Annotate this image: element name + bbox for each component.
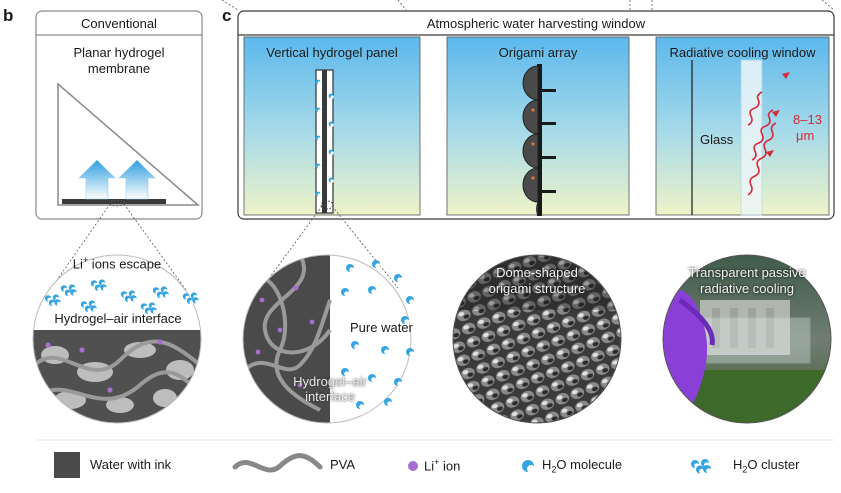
h2o-molecule-icon: [394, 274, 403, 283]
circle-2-h2o-molecules: [341, 260, 415, 410]
h2o-molecule-icon: [394, 378, 403, 387]
legend-h2o-cluster-label: H2O cluster: [733, 457, 800, 475]
planar-triangle-frame: [57, 82, 201, 206]
wavelength-line1: 8–13: [793, 112, 822, 127]
section-origami-label: Origami array: [498, 45, 578, 60]
panel-b-header: Conventional: [81, 16, 157, 31]
h2o-molecule-icon: [341, 288, 350, 297]
circle-1-h2o-clusters: [44, 279, 200, 315]
h2o-molecule-icon: [351, 341, 360, 350]
h2o-molecule-icon: [406, 348, 415, 357]
h2o-molecule-icon: [401, 316, 410, 325]
h2o-molecule-icon: [156, 291, 164, 299]
h2o-molecule-icon: [328, 177, 334, 183]
panel-b-frame: [35, 10, 203, 220]
panel-c-header: Atmospheric water harvesting window: [426, 16, 646, 31]
h2o-molecule-icon: [48, 299, 56, 307]
h2o-molecule-icon: [90, 305, 98, 312]
h2o-molecule-icon: [315, 135, 321, 141]
h2o-molecule-icon: [341, 368, 350, 377]
c4-line1: Transparent passive: [688, 265, 806, 280]
h2o-molecule-icon: [54, 299, 62, 306]
h2o-molecule-icon: [150, 307, 158, 314]
section-radiative-label: Radiative cooling window: [669, 45, 816, 60]
c3-line1: Dome-shaped: [496, 265, 578, 280]
pure-water-label: Pure water: [350, 320, 413, 335]
circle-4-border: [662, 254, 832, 424]
c3-line2: origami structure: [488, 281, 586, 296]
h2o-molecule-icon: [368, 286, 377, 295]
circle-2-border: [242, 254, 412, 424]
planar-membrane: [62, 199, 166, 204]
circle-1-border: [32, 254, 202, 424]
glass-label: Glass: [700, 132, 734, 147]
h2o-molecule-icon: [346, 264, 355, 273]
legend-pva-swatch: [232, 453, 323, 473]
vertical-hydrogel-core: [322, 70, 327, 213]
h2o-molecule-icon: [315, 79, 321, 85]
legend-ink-swatch: [54, 452, 80, 478]
h2o-molecule-icon: [315, 163, 321, 169]
h2o-molecule-icon: [64, 289, 72, 297]
circle-3-border: [452, 254, 622, 424]
legend-h2o-cluster-swatch: [691, 459, 712, 474]
legend-li-label: Li+ ion: [424, 457, 461, 474]
panel-b-title-line2: membrane: [87, 61, 151, 76]
circle-1-content: [33, 255, 201, 423]
h2o-molecule-icon: [368, 374, 377, 383]
radiative-window: [691, 59, 790, 216]
legend-h2o-molecule-label: H2O molecule: [542, 457, 623, 475]
h2o-molecule-icon: [703, 465, 712, 474]
panel-b-letter: b: [3, 6, 14, 25]
h2o-molecule-icon: [315, 107, 321, 113]
h2o-molecule-icon: [84, 305, 92, 313]
h2o-molecule-icon: [384, 398, 393, 407]
origami-array: [522, 64, 556, 217]
h2o-molecule-icon: [192, 297, 200, 304]
circle-3-content: [453, 255, 621, 423]
h2o-molecule-icon: [696, 465, 705, 474]
c1-interface-label: Hydrogel–air interface: [54, 311, 182, 326]
panel-c-letter: c: [222, 6, 232, 25]
wavelength-line2: μm: [796, 128, 815, 143]
h2o-molecule-icon: [94, 284, 102, 292]
c4-line2: radiative cooling: [700, 281, 794, 296]
h2o-molecule-icon: [100, 284, 108, 291]
section-vertical-label: Vertical hydrogel panel: [266, 45, 398, 60]
vertical-water-molecules: [315, 79, 334, 197]
h2o-molecule-icon: [315, 191, 321, 197]
c2-interface-line1: Hydrogel–air: [293, 374, 367, 389]
h2o-molecule-icon: [328, 149, 334, 155]
h2o-molecule-icon: [124, 295, 132, 303]
h2o-molecule-icon: [130, 295, 138, 302]
li-ions-escape-label: Li+ ions escape: [72, 255, 162, 272]
legend-pva-label: PVA: [330, 457, 356, 472]
panel-b-title-line1: Planar hydrogel: [73, 45, 165, 60]
h2o-molecule-icon: [328, 93, 334, 99]
h2o-molecule-icon: [406, 296, 415, 305]
h2o-molecule-icon: [144, 307, 152, 315]
h2o-molecule-icon: [162, 291, 170, 298]
legend-li-swatch: [408, 461, 418, 471]
h2o-molecule-icon: [186, 297, 194, 305]
circle-4-content: [663, 255, 831, 423]
evaporation-arrows: [78, 159, 156, 200]
h2o-molecule-icon: [691, 460, 700, 469]
h2o-molecule-icon: [372, 260, 381, 269]
legend-h2o-molecule-swatch: [522, 460, 535, 473]
legend-ink-label: Water with ink: [90, 457, 172, 472]
c2-interface-line2: interface: [305, 389, 355, 404]
h2o-molecule-icon: [328, 121, 334, 127]
h2o-molecule-icon: [381, 346, 390, 355]
h2o-molecule-icon: [356, 401, 365, 410]
h2o-molecule-icon: [70, 289, 78, 296]
